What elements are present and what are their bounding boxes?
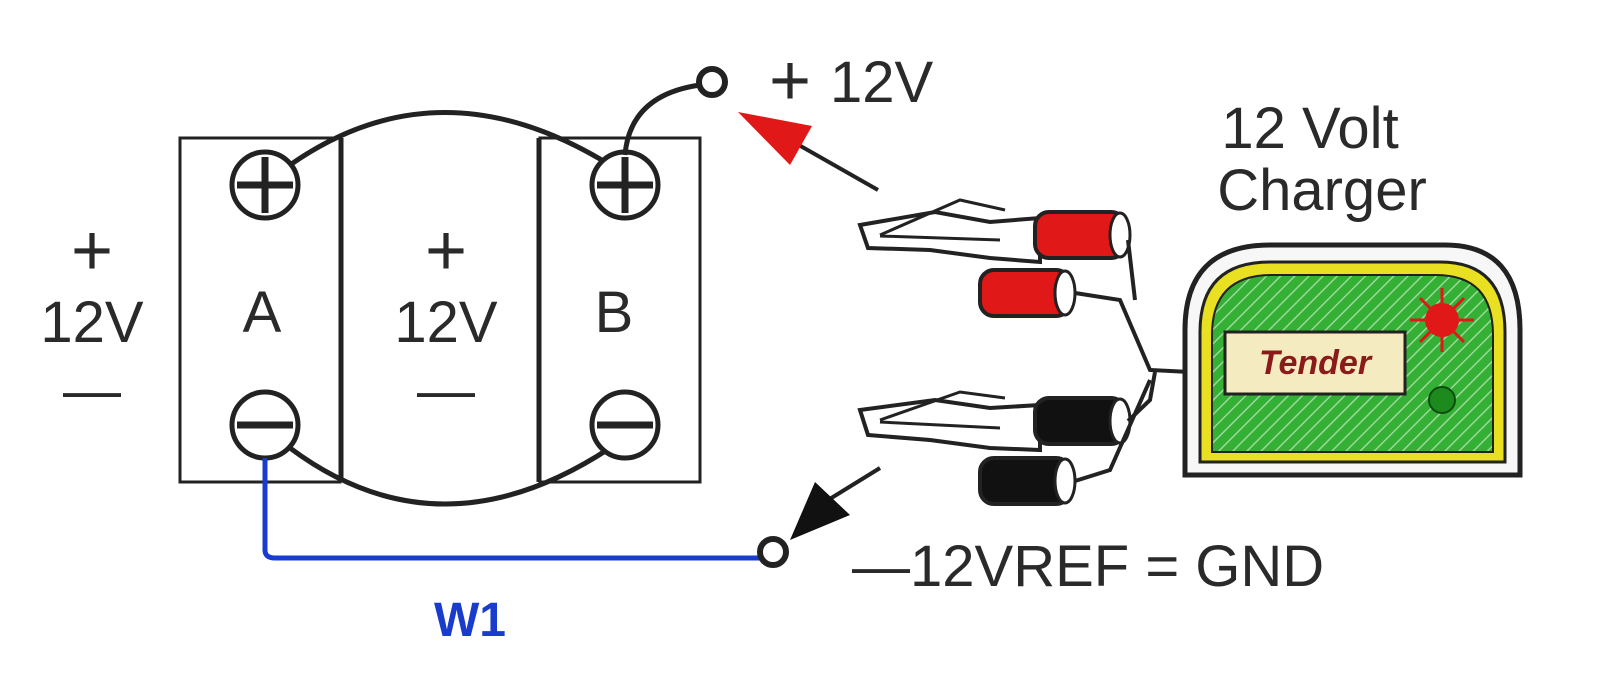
battery-middle-voltage: 12V: [394, 290, 498, 355]
charger-cable: [1074, 379, 1152, 483]
charger-cable: [1126, 239, 1137, 301]
positive-output-label: 12V: [830, 50, 934, 115]
charger-cable: [1074, 291, 1191, 374]
battery-middle-plus: +: [425, 211, 467, 291]
positive-node: [696, 66, 728, 98]
terminal-b-negative: [589, 389, 661, 461]
wire-w1: [262, 458, 770, 561]
positive-arrow: [738, 112, 879, 192]
battery-left-plus: +: [71, 211, 113, 291]
terminal-b-label: B: [595, 280, 634, 345]
charger-logo-plate: [1223, 330, 1407, 396]
negative-node: [757, 536, 789, 568]
terminal-a-positive: [229, 149, 301, 221]
battery-middle-minus: —: [417, 358, 475, 423]
terminal-b-positive: [589, 149, 661, 221]
negative-arrow: [790, 466, 882, 540]
positive-lead: [622, 82, 701, 156]
negative-reference-label: —12VREF = GND: [852, 534, 1324, 599]
battery-left-voltage: 12V: [40, 290, 144, 355]
charger-title-line2: Charger: [1217, 158, 1427, 223]
charger-unit: Tender: [1182, 242, 1523, 478]
status-light-icon: [1428, 386, 1456, 414]
battery-left-minus: —: [63, 358, 121, 423]
middle-battery-top-arc: [288, 110, 612, 168]
positive-output-sign: +: [769, 41, 811, 121]
alligator-clip-icon: [857, 390, 1132, 506]
middle-battery-bottom-arc: [288, 445, 612, 507]
charger-title-line1: 12 Volt: [1221, 96, 1398, 161]
terminal-a-negative: [229, 389, 301, 461]
alligator-clip-icon: [857, 198, 1132, 318]
charger-brand-logo: Tender: [1259, 344, 1373, 382]
status-light-icon: [1410, 288, 1474, 352]
wire-w1-label: W1: [434, 594, 506, 647]
terminal-a-label: A: [243, 280, 282, 345]
